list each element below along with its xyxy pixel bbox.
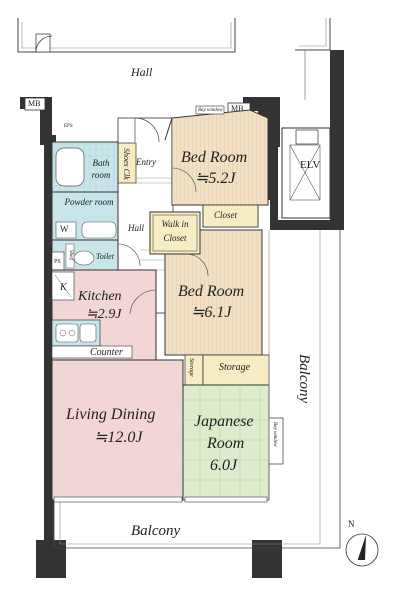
living-dining-size: ≒12.0J xyxy=(94,429,143,446)
bedroom-1-name: Bed Room xyxy=(181,149,248,166)
japanese-room-name: Japanese xyxy=(194,413,254,430)
windows-bottom xyxy=(53,496,268,503)
hall-top-label: Hall xyxy=(131,65,153,79)
closet-label: Closet xyxy=(214,210,238,220)
north-label: N xyxy=(348,519,355,529)
storage-label: Storage xyxy=(219,362,251,373)
balcony-outline xyxy=(53,230,341,549)
w-label: W xyxy=(60,224,69,234)
japanese-room-size: 6.0J xyxy=(210,457,238,474)
balcony-right-label: Balcony xyxy=(296,354,312,404)
bay-window-top-label: Bay window xyxy=(198,108,223,113)
shelf-label: Shelf xyxy=(68,250,73,260)
entry-label: Entry xyxy=(136,157,156,167)
shoes-clk-label: Shoes Clk xyxy=(122,148,131,180)
k-label: K xyxy=(60,282,67,293)
balcony-bottom-label: Balcony xyxy=(131,523,181,539)
eps-label: EPS xyxy=(64,124,73,129)
compass-icon xyxy=(345,533,379,567)
kitchen-name: Kitchen xyxy=(78,289,122,304)
stairwell xyxy=(295,18,331,100)
bath-room-label: Bath room xyxy=(91,158,111,180)
living-dining-name: Living Dining xyxy=(66,406,156,423)
elv-label: ELV xyxy=(300,159,321,171)
bedroom-2-name: Bed Room xyxy=(178,283,245,300)
storage-small-label: Storage xyxy=(188,358,194,377)
entry-door-arc xyxy=(134,117,160,143)
mb-right-label: MB xyxy=(231,104,244,113)
top-corridor xyxy=(17,18,236,53)
corridor-door xyxy=(35,33,53,53)
walkin-closet-line2: Closet xyxy=(163,233,187,243)
ps-label: PS xyxy=(54,259,61,265)
elevator xyxy=(281,127,331,219)
storage xyxy=(202,354,270,386)
walkin-closet-line1: Walk in xyxy=(161,219,189,229)
hall-inner-label: Hall xyxy=(128,223,145,233)
bay-window-right-label: Bay window xyxy=(272,422,277,447)
mb-left-label: MB xyxy=(28,99,41,108)
powder-room-label: Powder room xyxy=(64,197,114,207)
bedroom-2-size: ≒6.1J xyxy=(191,304,232,321)
toilet-label: Toilet xyxy=(96,252,114,261)
counter-label: Counter xyxy=(90,347,123,358)
bedroom-1-size: ≒5.2J xyxy=(195,170,236,187)
japanese-room-word: Room xyxy=(207,435,245,452)
kitchen-size: ≒2.9J xyxy=(86,307,122,322)
